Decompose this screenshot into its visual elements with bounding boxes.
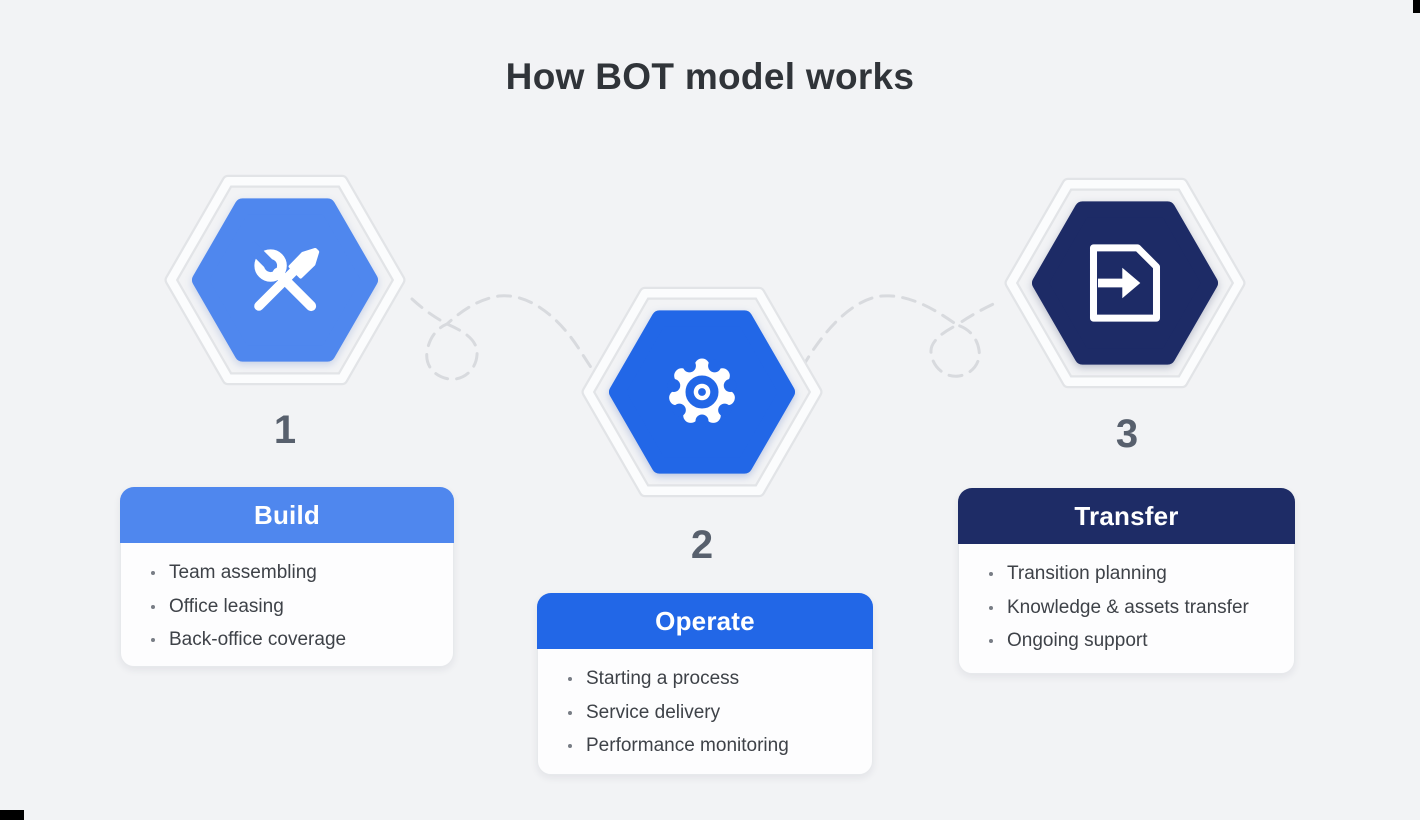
connector-build-operate: [410, 294, 594, 381]
build-card-items: Team assembling Office leasing Back-offi…: [121, 543, 453, 671]
list-item: Back-office coverage: [137, 623, 439, 657]
transfer-card-title: Transfer: [1074, 500, 1179, 531]
operate-card-header: Operate: [537, 593, 873, 649]
list-item: Team assembling: [137, 556, 439, 590]
list-item: Service delivery: [554, 696, 858, 730]
document-export-icon: [1089, 244, 1161, 322]
transfer-card-items: Transition planning Knowledge & assets t…: [959, 544, 1294, 672]
operate-card-items: Starting a process Service delivery Perf…: [538, 649, 872, 777]
list-item: Transition planning: [975, 557, 1280, 591]
hexagon-ring: [164, 174, 406, 386]
operate-card-title: Operate: [655, 605, 755, 636]
build-hexagon: [164, 174, 406, 386]
transfer-hexagon: [1004, 177, 1246, 389]
build-card-title: Build: [254, 499, 320, 530]
stage-number-1: 1: [273, 408, 297, 452]
tools-icon: [245, 240, 320, 312]
list-item: Performance monitoring: [554, 729, 858, 763]
stage-number-3: 3: [1115, 412, 1139, 456]
operate-card: Operate Starting a process Service deliv…: [537, 593, 873, 775]
operate-hexagon: [581, 286, 823, 498]
list-item: Starting a process: [554, 662, 858, 696]
hexagon-ring: [581, 286, 823, 498]
gear-icon: [667, 358, 737, 428]
list-item: Knowledge & assets transfer: [975, 591, 1280, 625]
hexagon-ring: [1004, 177, 1246, 389]
stage-number-2: 2: [690, 523, 714, 567]
transfer-card-header: Transfer: [958, 488, 1295, 544]
connector-operate-transfer: [800, 294, 1002, 378]
build-card-header: Build: [120, 487, 454, 543]
crop-artifact-bottom-left: [0, 810, 24, 820]
page-title: How BOT model works: [505, 56, 915, 97]
transfer-card: Transfer Transition planning Knowledge &…: [958, 488, 1295, 674]
list-item: Ongoing support: [975, 624, 1280, 658]
list-item: Office leasing: [137, 590, 439, 624]
build-card: Build Team assembling Office leasing Bac…: [120, 487, 454, 667]
crop-artifact-top-right: [1413, 0, 1420, 13]
